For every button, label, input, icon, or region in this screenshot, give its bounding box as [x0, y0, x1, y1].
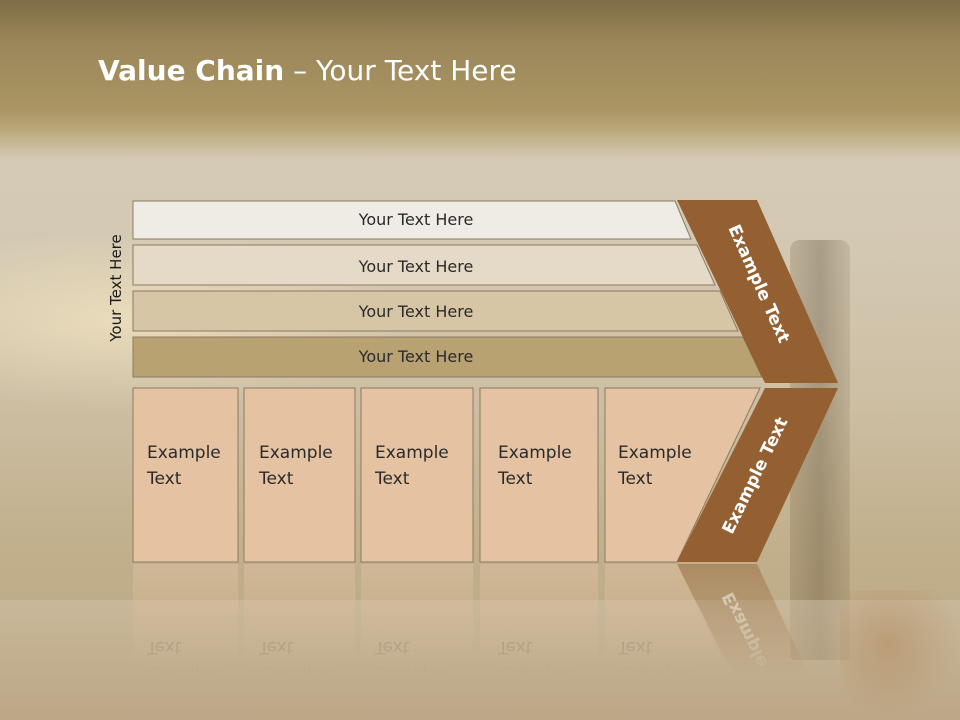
- cell-3-line2: Text: [374, 469, 410, 489]
- reflection: Example Text Example Text Example Text E…: [133, 564, 830, 720]
- title-bold: Value Chain: [98, 54, 285, 87]
- arrow-lower-shape[interactable]: [677, 388, 838, 562]
- reflection-cell-1: [133, 564, 238, 720]
- row-3-shape[interactable]: [132, 290, 739, 332]
- cell-1-line1: Example: [147, 443, 221, 463]
- title-rest: – Your Text Here: [284, 54, 517, 87]
- cell-4-line2: Text: [497, 469, 533, 489]
- cell-2-text: Example Text: [258, 443, 338, 489]
- cell-4-text: Example Text: [497, 443, 577, 489]
- reflection-cell-1-line2: Text: [146, 637, 182, 657]
- cell-4-shape[interactable]: [479, 387, 599, 563]
- cell-1-shape[interactable]: [132, 387, 239, 563]
- reflection-cell-2: [244, 564, 355, 720]
- cell-5-text: Example Text: [617, 443, 697, 489]
- reflection-cell-1-line1: Example: [147, 663, 221, 683]
- row-4-label: Your Text Here: [358, 347, 474, 366]
- row-1-shape[interactable]: [132, 200, 692, 240]
- slide-title: Value Chain – Your Text Here: [98, 54, 517, 87]
- reflection-cell-5-line2: Text: [617, 637, 653, 657]
- reflection-flip: Example Text Example Text Example Text E…: [133, 564, 830, 720]
- row-2-label: Your Text Here: [358, 257, 474, 276]
- cell-group: Example Text Example Text Example Text E…: [132, 387, 761, 563]
- cell-3-line1: Example: [375, 443, 449, 463]
- reflection-cell-5-line1: Example: [618, 663, 692, 683]
- cell-5-line1: Example: [618, 443, 692, 463]
- cell-4-line1: Example: [498, 443, 572, 463]
- reflection-cell-4: [480, 564, 598, 720]
- row-4-shape[interactable]: [132, 336, 763, 378]
- cell-5-line2: Text: [617, 469, 653, 489]
- cell-2-line1: Example: [259, 443, 333, 463]
- reflection-cell-2-line1: Example: [259, 663, 333, 683]
- cell-2-shape[interactable]: [243, 387, 356, 563]
- row-3-label: Your Text Here: [358, 302, 474, 321]
- reflection-cell-2-line2: Text: [258, 637, 294, 657]
- reflection-cell-5: [605, 564, 752, 720]
- row-1-label: Your Text Here: [358, 210, 474, 229]
- reflection-cell-4-line2: Text: [497, 637, 533, 657]
- reflection-cell-4-line1: Example: [498, 663, 572, 683]
- arrow-upper-shape[interactable]: [677, 200, 838, 383]
- reflection-cell-3-line1: Example: [375, 663, 449, 683]
- cell-2-line2: Text: [258, 469, 294, 489]
- row-group: Your Text Here Your Text Here Your Text …: [132, 200, 763, 378]
- reflection-arrow-lower: [677, 564, 830, 720]
- cell-3-shape[interactable]: [360, 387, 474, 563]
- cell-3-text: Example Text: [374, 443, 454, 489]
- reflection-cell-2-text: Example Text: [258, 637, 338, 683]
- reflection-cell-3-line2: Text: [374, 637, 410, 657]
- reflection-cell-5-text: Example Text: [617, 637, 697, 683]
- row-2-shape[interactable]: [132, 244, 716, 286]
- reflection-cell-3: [361, 564, 473, 720]
- leaf-image: [840, 590, 960, 720]
- cell-1-line2: Text: [146, 469, 182, 489]
- reflection-cell-4-text: Example Text: [497, 637, 577, 683]
- cell-1-text: Example Text: [146, 443, 226, 489]
- reflection-cell-3-text: Example Text: [374, 637, 454, 683]
- reflection-cell-1-text: Example Text: [146, 637, 226, 683]
